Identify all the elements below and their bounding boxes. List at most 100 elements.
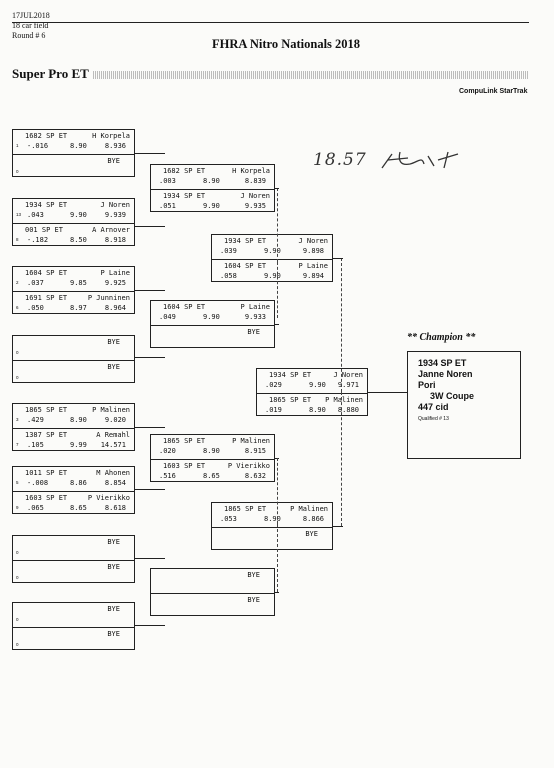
elapsed-time: 8.866: [302, 515, 324, 523]
reaction-time: .037: [27, 279, 44, 287]
handwritten-signature: [381, 151, 459, 169]
lane-number: 0: [16, 575, 19, 580]
elapsed-time: 9.020: [104, 416, 126, 424]
lane-number: 2: [16, 280, 19, 285]
reaction-time: .051: [159, 202, 176, 210]
match-box: BYE BYE: [150, 568, 275, 616]
bracket-row: BYE 0: [13, 360, 134, 383]
champion-box: 1934 SP ET Janne Noren Pori 3W Coupe 447…: [407, 351, 521, 459]
driver-name: P Vierikko: [87, 494, 130, 502]
lane-number: 0: [16, 375, 19, 380]
lane-number: 0: [16, 550, 19, 555]
vendor-label: CompuLink StarTrak: [459, 88, 528, 95]
driver-name: P Malinen: [290, 505, 328, 513]
bye-label: BYE: [107, 338, 120, 346]
lane-number: 0: [16, 617, 19, 622]
dial-in: 9.90: [203, 313, 220, 321]
reaction-time: -.016: [27, 142, 49, 150]
dial-in: 8.90: [70, 142, 87, 150]
reaction-time: .020: [159, 447, 176, 455]
lane-number: 5: [16, 480, 19, 485]
elapsed-time: 9.971: [337, 381, 359, 389]
champion-name: Janne Noren: [418, 369, 473, 379]
lane-number: 6: [16, 305, 19, 310]
champion-qualified: Qualified # 13: [418, 416, 449, 422]
reaction-time: .029: [265, 381, 282, 389]
class-title: Super Pro ET: [12, 66, 89, 81]
elapsed-time: 9.925: [104, 279, 126, 287]
lane-number: 0: [16, 350, 19, 355]
bye-label: BYE: [247, 328, 260, 336]
reaction-time: .516: [159, 472, 176, 480]
elapsed-time: 9.939: [104, 211, 126, 219]
dial-in: 8.90: [203, 447, 220, 455]
race-date: 17JUL2018: [12, 11, 50, 20]
dial-class: 1691 SP ET: [25, 294, 68, 302]
bye-label: BYE: [107, 363, 120, 371]
reaction-time: .049: [159, 313, 176, 321]
lane-number: 9: [16, 505, 19, 510]
reaction-time: .043: [27, 211, 44, 219]
bracket-row: BYE: [151, 569, 274, 592]
elapsed-time: 8.880: [337, 406, 359, 414]
driver-name: P Laine: [100, 269, 130, 277]
dial-in: 9.99: [70, 441, 87, 449]
connector-line: [275, 324, 279, 325]
dial-in: 8.65: [70, 504, 87, 512]
dial-in: 8.90: [203, 177, 220, 185]
reaction-time: .019: [265, 406, 282, 414]
bye-label: BYE: [247, 596, 260, 604]
bracket-row: BYE: [151, 593, 274, 616]
dial-class: 1934 SP ET: [25, 201, 68, 209]
dial-class: 1865 SP ET: [163, 437, 206, 445]
dial-class: 1865 SP ET: [25, 406, 68, 414]
connector-line: [277, 458, 278, 524]
connector-line: [135, 558, 165, 559]
driver-name: A Arnover: [92, 226, 130, 234]
bracket-row: 1604 SP ET P Laine .049 9.90 9.933: [151, 301, 274, 324]
dial-class: 1604 SP ET: [163, 303, 206, 311]
connector-line: [135, 489, 165, 490]
dial-in: 8.90: [309, 406, 326, 414]
connector-line: [135, 427, 165, 428]
connector-line: [277, 524, 278, 592]
dial-in: 8.50: [70, 236, 87, 244]
bye-label: BYE: [107, 157, 120, 165]
elapsed-time: 14.571: [100, 441, 126, 449]
driver-name: P Malinen: [232, 437, 270, 445]
dial-class: 1604 SP ET: [224, 262, 267, 270]
connector-line: [135, 153, 165, 154]
reaction-time: .065: [27, 504, 44, 512]
driver-name: P Vierikko: [227, 462, 270, 470]
elapsed-time: 9.933: [244, 313, 266, 321]
lane-number: 3: [16, 417, 19, 422]
bye-label: BYE: [305, 530, 318, 538]
reaction-time: .050: [27, 304, 44, 312]
bracket-row: BYE: [151, 325, 274, 348]
driver-name: P Laine: [240, 303, 270, 311]
dial-in: 8.90: [264, 515, 281, 523]
driver-name: P Junninen: [87, 294, 130, 302]
dial-in: 9.90: [309, 381, 326, 389]
